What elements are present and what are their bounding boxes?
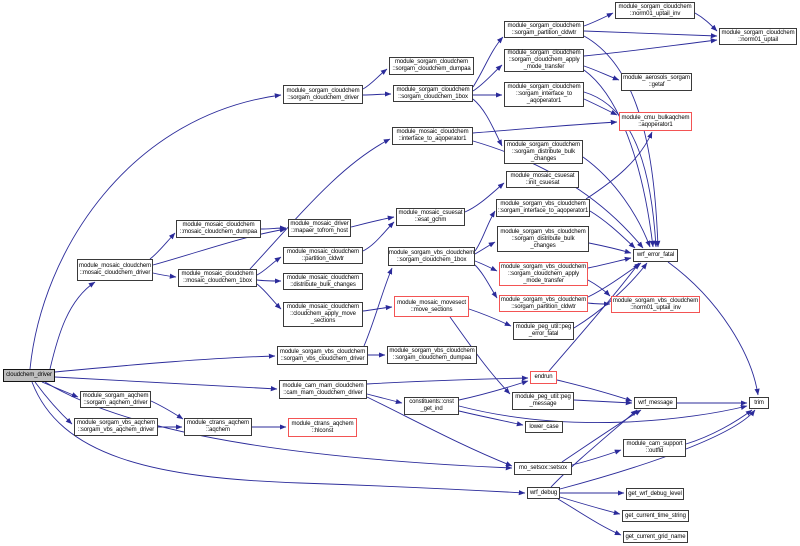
node-move-sections[interactable]: module_mosaic_movesect ::move_sections <box>394 296 469 317</box>
node-mosaic-cloudchem-1box[interactable]: module_mosaic_cloudchem ::mosaic_cloudch… <box>178 269 257 287</box>
node-get-current-grid-name[interactable]: get_current_grid_name <box>623 531 688 543</box>
node-mosaic-partition-cldwtr[interactable]: module_mosaic_cloudchem ::partition_cldw… <box>283 247 363 264</box>
node-sorgam-cloudchem-1box[interactable]: module_sorgam_cloudchem ::sorgam_cloudch… <box>393 85 473 102</box>
node-vbs-sorgam-cloudchem-1box[interactable]: module_sorgam_vbs_cloudchem ::sorgam_clo… <box>388 247 475 266</box>
node-mo-setsox[interactable]: mo_setsox::setsox <box>514 462 572 475</box>
node-cam-mam-cloudchem-driver[interactable]: module_cam_mam_cloudchem ::cam_mam_cloud… <box>279 380 367 399</box>
node-esat-gchm[interactable]: module_mosaic_csuesat ::esat_gchm <box>396 208 465 226</box>
node-trim[interactable]: trim <box>749 397 769 409</box>
node-vbs-sorgam-cloudchem-apply-mode-transfer[interactable]: module_sorgam_vbs_cloudchem ::sorgam_clo… <box>499 262 588 286</box>
node-sorgam-vbs-aqchem-driver[interactable]: module_sorgam_vbs_aqchem ::sorgam_vbs_aq… <box>74 418 158 436</box>
node-vbs-norm01-uptail-inv[interactable]: module_sorgam_vbs_cloudchem ::norm01_upt… <box>611 296 700 313</box>
node-vbs-sorgam-interface-to-aqoperator1[interactable]: module_sorgam_vbs_cloudchem ::sorgam_int… <box>496 199 590 217</box>
node-peg-error-fatal[interactable]: module_peg_util::peg _error_fatal <box>513 322 574 340</box>
node-vbs-sorgam-distribute-bulk-changes[interactable]: module_sorgam_vbs_cloudchem ::sorgam_dis… <box>497 226 589 252</box>
node-vbs-sorgam-cloudchem-dumpaa[interactable]: module_sorgam_vbs_cloudchem ::sorgam_clo… <box>387 346 477 364</box>
node-cnst-get-ind[interactable]: constituents::cnst _get_ind <box>404 397 459 415</box>
node-sorgam-partition-cldwtr[interactable]: module_sorgam_cloudchem ::sorgam_partiti… <box>504 21 584 38</box>
node-mosaic-cloudchem-dumpaa[interactable]: module_mosaic_cloudchem ::mosaic_cloudch… <box>176 220 261 238</box>
node-init-csuesat[interactable]: module_mosaic_csuesat ::init_csuesat <box>506 171 579 188</box>
node-sorgam-interface-to-aqoperator1[interactable]: module_sorgam_cloudchem ::sorgam_interfa… <box>504 82 584 107</box>
node-cmu-aqoperator1[interactable]: module_cmu_bulkaqchem ::aqoperator1 <box>619 112 692 131</box>
node-ctrans-hlconst[interactable]: module_ctrans_aqchem ::hlconst <box>288 418 357 437</box>
node-sorgam-cloudchem-apply-mode-transfer[interactable]: module_sorgam_cloudchem ::sorgam_cloudch… <box>504 49 584 72</box>
node-vbs-sorgam-partition-cldwtr[interactable]: module_sorgam_vbs_cloudchem ::sorgam_par… <box>499 295 588 312</box>
node-lower-case[interactable]: lower_case <box>525 421 563 433</box>
node-cloudchem-driver[interactable]: cloudchem_driver <box>3 369 55 382</box>
node-wrf-error-fatal[interactable]: wrf_error_fatal <box>633 249 678 262</box>
node-wrf-debug[interactable]: wrf_debug <box>527 487 560 499</box>
node-sorgam-aqchem-driver[interactable]: module_sorgam_aqchem ::sorgam_aqchem_dri… <box>80 391 151 408</box>
node-cloudchem-apply-move-sections[interactable]: module_mosaic_cloudchem ::cloudchem_appl… <box>283 302 363 327</box>
node-get-wrf-debug-level[interactable]: get_wrf_debug_level <box>626 488 684 500</box>
node-peg-message[interactable]: module_peg_util::peg _message <box>512 392 574 410</box>
node-sorgam-vbs-cloudchem-driver[interactable]: module_sorgam_vbs_cloudchem ::sorgam_vbs… <box>277 346 368 365</box>
node-endrun[interactable]: endrun <box>530 371 557 384</box>
node-sorgam-distribute-bulk-changes[interactable]: module_sorgam_cloudchem ::sorgam_distrib… <box>504 140 583 164</box>
node-mapaer-tofrom-host[interactable]: module_mosaic_driver ::mapaer_tofrom_hos… <box>288 219 351 237</box>
node-get-current-time-string[interactable]: get_current_time_string <box>622 510 689 522</box>
node-norm01-uptail-inv[interactable]: module_sorgam_cloudchem ::norm01_uptail_… <box>615 2 695 19</box>
node-cam-support-outfld[interactable]: module_cam_support ::outfld <box>623 439 686 457</box>
node-ctrans-aqchem[interactable]: module_ctrans_aqchem ::aqchem <box>184 418 252 436</box>
node-mosaic-distribute-bulk-changes[interactable]: module_mosaic_cloudchem ::distribute_bul… <box>283 273 363 290</box>
node-sorgam-cloudchem-driver[interactable]: module_sorgam_cloudchem ::sorgam_cloudch… <box>283 85 363 104</box>
call-edges <box>29 12 760 536</box>
node-wrf-message[interactable]: wrf_message <box>634 397 677 409</box>
node-getaf[interactable]: module_aerosols_sorgam ::getaf <box>621 73 692 91</box>
node-mosaic-cloudchem-driver[interactable]: module_mosaic_cloudchem ::mosaic_cloudch… <box>77 259 153 281</box>
node-mosaic-interface-to-aqoperator1[interactable]: module_mosaic_cloudchem ::interface_to_a… <box>392 127 473 145</box>
node-norm01-uptail[interactable]: module_sorgam_cloudchem ::norm01_uptail <box>719 28 797 45</box>
node-sorgam-cloudchem-dumpaa[interactable]: module_sorgam_cloudchem ::sorgam_cloudch… <box>389 57 474 75</box>
